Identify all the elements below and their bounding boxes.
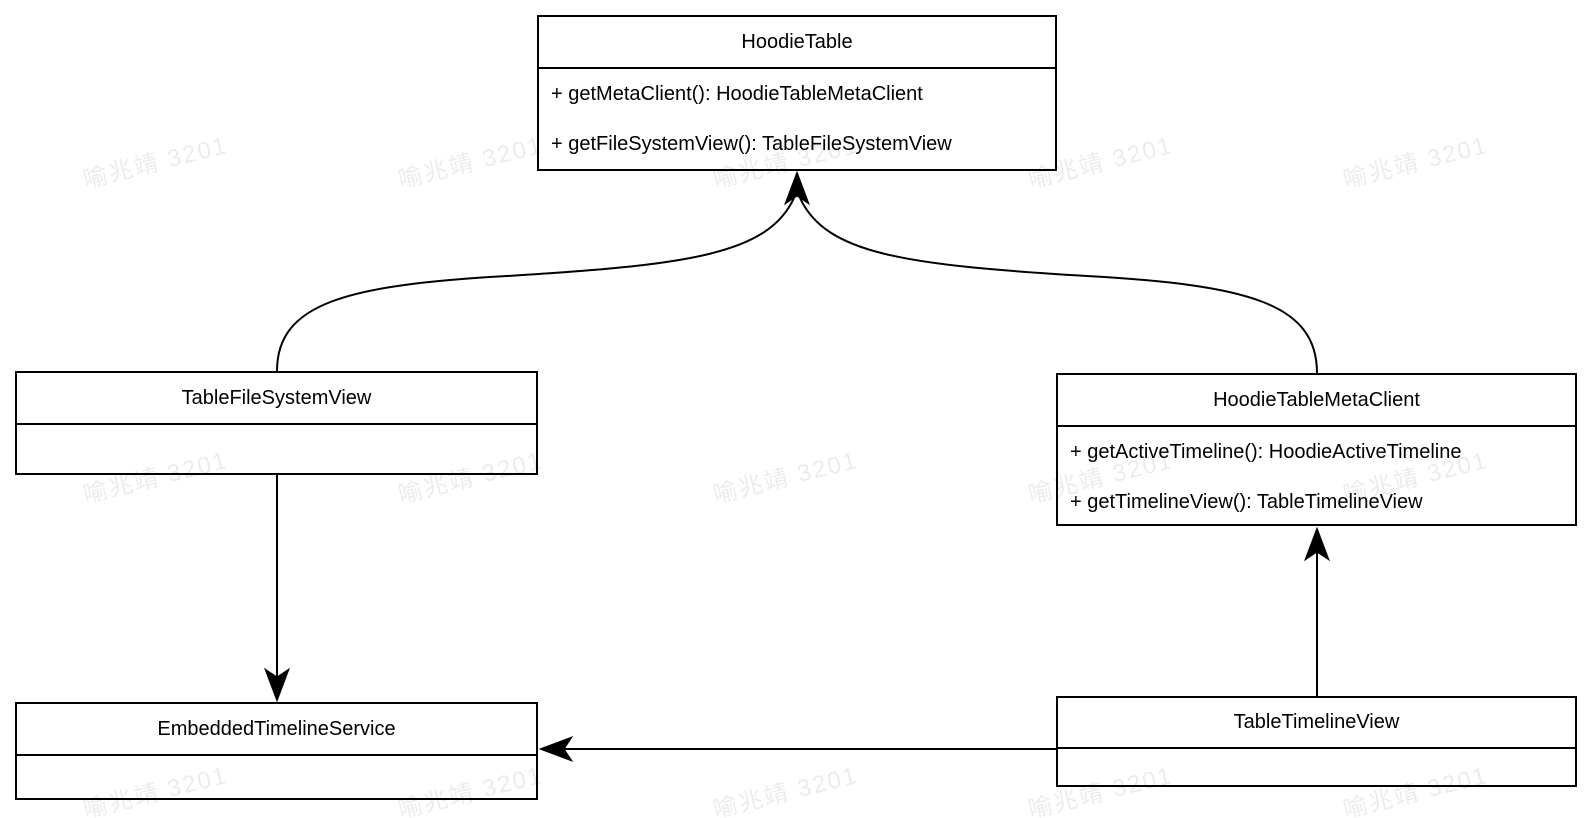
class-member: + getActiveTimeline(): HoodieActiveTimel… <box>1070 440 1462 463</box>
class-embeddedtimelineservice-title: EmbeddedTimelineService <box>17 704 536 756</box>
class-member: + getMetaClient(): HoodieTableMetaClient <box>551 82 923 105</box>
class-hoodietablemetaclient-title: HoodieTableMetaClient <box>1058 375 1575 427</box>
class-member: + getFileSystemView(): TableFileSystemVi… <box>551 132 952 155</box>
arrowhead-left-embeddedtimelineservice <box>538 735 574 763</box>
arrowhead-up-hoodietablemetaclient <box>1303 526 1331 562</box>
arrowhead-down-embeddedtimelineservice <box>263 667 291 703</box>
class-tabletimelineview-members <box>1058 749 1575 785</box>
class-tablefilesystemview: TableFileSystemView <box>15 371 538 475</box>
arrowhead-up-hoodietable <box>783 170 811 206</box>
class-tabletimelineview-title: TableTimelineView <box>1058 698 1575 749</box>
class-tablefilesystemview-title: TableFileSystemView <box>17 373 536 425</box>
class-member: + getTimelineView(): TableTimelineView <box>1070 490 1423 513</box>
class-hoodietable-title: HoodieTable <box>539 17 1055 69</box>
class-tablefilesystemview-members <box>17 425 536 473</box>
class-hoodietablemetaclient-members: + getActiveTimeline(): HoodieActiveTimel… <box>1058 427 1575 527</box>
edge-hoodietablemetaclient-to-hoodietable <box>799 197 1318 374</box>
class-tabletimelineview: TableTimelineView <box>1056 696 1577 787</box>
class-embeddedtimelineservice: EmbeddedTimelineService <box>15 702 538 800</box>
class-hoodietable: HoodieTable + getMetaClient(): HoodieTab… <box>537 15 1057 171</box>
class-embeddedtimelineservice-members <box>17 756 536 798</box>
class-hoodietablemetaclient: HoodieTableMetaClient + getActiveTimelin… <box>1056 373 1577 526</box>
edge-tablefilesystemview-to-hoodietable <box>276 197 795 372</box>
class-hoodietable-members: + getMetaClient(): HoodieTableMetaClient… <box>539 69 1055 169</box>
